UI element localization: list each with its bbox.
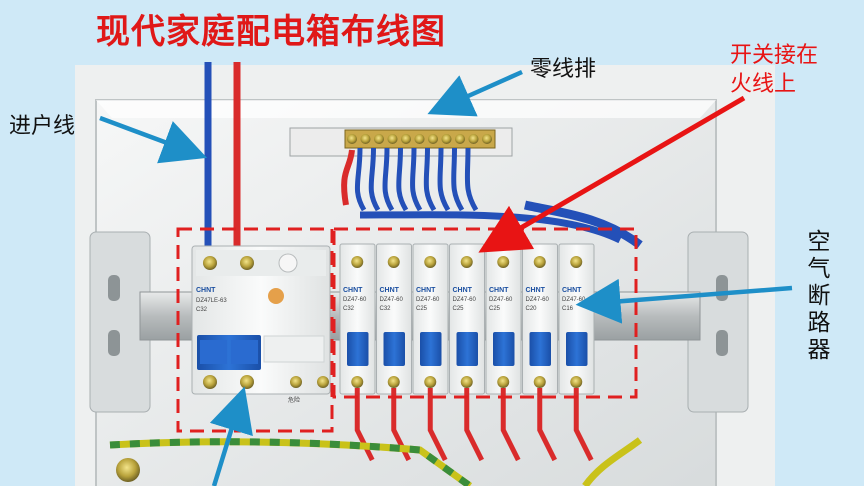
terminal-screw xyxy=(387,256,400,268)
breaker-toggle xyxy=(420,332,442,366)
output-wire xyxy=(573,388,594,462)
breaker-toggle xyxy=(383,332,405,366)
terminal-screw xyxy=(533,256,546,268)
busbar-screw xyxy=(414,134,425,144)
terminal-screw xyxy=(497,256,510,268)
breaker-brand: CHNT xyxy=(489,287,509,294)
terminal-screw xyxy=(497,376,510,388)
busbar-screw xyxy=(347,134,357,144)
right-mounting-bracket xyxy=(687,231,749,413)
rcd-danger-badge: 危险 xyxy=(288,396,300,404)
neutral-wire xyxy=(423,147,437,212)
terminal-screw xyxy=(570,376,583,388)
breaker-brand: CHNT xyxy=(562,287,582,294)
breaker-model: DZ47-60 xyxy=(453,297,477,303)
rcd-dashed-box xyxy=(176,227,334,433)
terminal-screw xyxy=(351,376,364,388)
busbar-screw xyxy=(401,134,411,144)
terminal-screw xyxy=(424,376,437,388)
switch-live-label-line1: 开关接在 xyxy=(730,43,819,68)
neutral-wire xyxy=(368,147,381,212)
neutral-bar-label: 零线排 xyxy=(530,57,597,82)
breaker-model: DZ47-60 xyxy=(526,297,550,303)
breaker-brand: CHNT xyxy=(416,287,436,294)
breaker-toggle xyxy=(493,332,515,366)
output-wire xyxy=(464,388,484,462)
diagram-title: 现代家庭配电箱布线图 xyxy=(96,12,446,52)
output-wire xyxy=(354,388,375,462)
breaker-model: DZ47-60 xyxy=(380,297,404,303)
terminal-screw xyxy=(424,256,437,268)
terminal-screw xyxy=(570,256,583,268)
breakers-dashed-box xyxy=(332,227,638,399)
neutral-wire xyxy=(451,147,465,212)
neutral-wire xyxy=(410,147,423,212)
breaker-rating: C25 xyxy=(416,306,428,312)
neutral-wire xyxy=(464,147,479,212)
busbar-screw xyxy=(387,134,398,144)
output-wire xyxy=(427,388,448,462)
breaker-brand: CHNT xyxy=(343,287,363,294)
incoming-line-arrow xyxy=(99,115,208,164)
busbar-screw xyxy=(441,134,452,144)
breaker-toggle xyxy=(566,332,588,366)
breaker-model: DZ47-60 xyxy=(489,297,513,303)
breaker-rating: C32 xyxy=(380,306,392,312)
busbar-screw xyxy=(468,134,479,144)
breaker-rating: C32 xyxy=(343,306,355,312)
breaker-brand: CHNT xyxy=(380,287,400,294)
breaker-model: DZ47-60 xyxy=(343,297,367,303)
busbar-screw xyxy=(428,134,438,144)
rcd-brand: CHNT xyxy=(196,287,216,294)
branch-breakers: CHNTDZ47-60C32CHNTDZ47-60C32CHNTDZ47-60C… xyxy=(339,243,595,395)
air-breaker-label: 空气断路器 xyxy=(807,229,831,363)
live-switch-arrow xyxy=(478,95,746,253)
breaker-model: DZ47-60 xyxy=(562,297,586,303)
terminal-screw xyxy=(460,376,473,388)
rcd-arrow xyxy=(209,386,253,486)
output-wire xyxy=(537,388,557,462)
busbar-screw xyxy=(482,134,492,144)
neutral-wire xyxy=(437,147,451,212)
terminal-screw xyxy=(460,256,473,268)
incoming-line-label: 进户线 xyxy=(9,114,76,139)
rcd-main-breaker: CHNT DZ47LE-63 C32 危险 xyxy=(191,245,331,404)
busbar-screw xyxy=(360,134,371,144)
output-wire xyxy=(500,388,521,462)
rcd-rating: C32 xyxy=(196,307,208,313)
busbar-screw xyxy=(374,134,384,144)
terminal-screw xyxy=(533,376,546,388)
neutral-wire xyxy=(382,147,395,212)
breaker-toggle xyxy=(347,332,369,366)
busbar-screw xyxy=(455,134,465,144)
neutral-bar-arrow xyxy=(427,69,523,117)
breaker-model: DZ47-60 xyxy=(416,297,440,303)
breaker-rating: C25 xyxy=(489,306,501,312)
rcd-model: DZ47LE-63 xyxy=(196,298,227,304)
terminal-screw xyxy=(351,256,364,268)
breaker-toggle xyxy=(456,332,478,366)
left-mounting-bracket xyxy=(89,231,151,413)
breaker-brand: CHNT xyxy=(453,287,473,294)
neutral-wire xyxy=(354,147,367,212)
breaker-rating: C25 xyxy=(453,306,465,312)
breaker-arrow xyxy=(575,278,793,324)
breaker-rating: C20 xyxy=(526,306,538,312)
breaker-brand: CHNT xyxy=(526,287,546,294)
breaker-rating: C16 xyxy=(562,306,574,312)
switch-live-label-line2: 火线上 xyxy=(730,72,797,97)
breaker-toggle xyxy=(529,332,551,366)
terminal-screw xyxy=(387,376,400,388)
neutral-wire xyxy=(396,147,409,212)
